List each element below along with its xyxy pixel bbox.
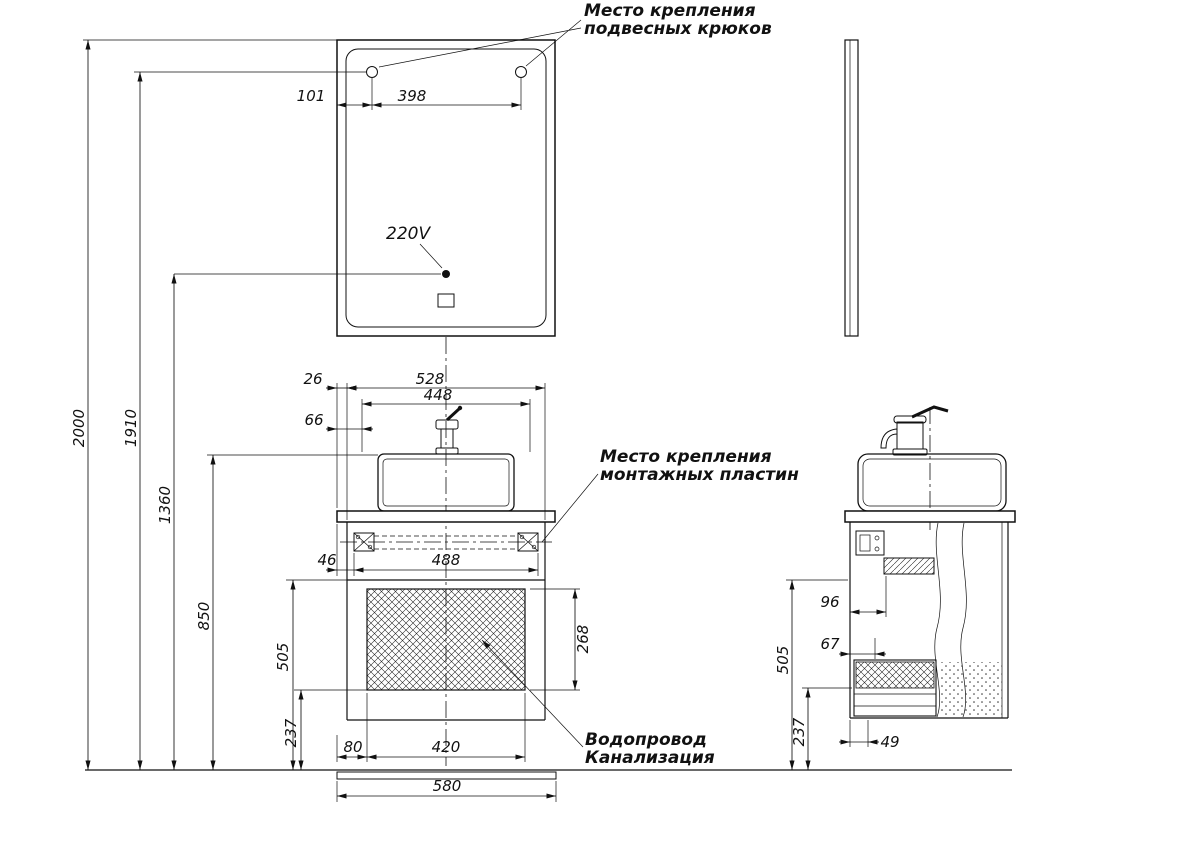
- cabinet-side-outline: [849, 522, 1009, 719]
- sink-side: [857, 453, 1007, 512]
- annotation-hooks-line1: Место крепления: [584, 1, 756, 21]
- dim-420: 420: [432, 738, 461, 756]
- mirror-front-view: [336, 39, 556, 337]
- faucet-body: [440, 428, 454, 449]
- mirror-side-body: [844, 39, 859, 337]
- dim-505-front: 505: [274, 643, 292, 672]
- faucet-lever: [445, 407, 461, 422]
- plate-left-body: [353, 532, 375, 552]
- hook-hole-right: [515, 66, 527, 78]
- plate-left-screw-1: [355, 534, 361, 540]
- plate-right-body: [517, 532, 539, 552]
- drawer-box: [853, 659, 937, 717]
- side-mounting-plate: [855, 530, 885, 556]
- dim-1910: 1910: [122, 409, 140, 447]
- dim-2000: 2000: [70, 409, 88, 447]
- basket-hatch: [366, 588, 526, 691]
- drawer-rails: [854, 693, 936, 707]
- dim-237-front: 237: [282, 718, 300, 747]
- dim-80: 80: [343, 738, 362, 756]
- plate-right-screw-1: [519, 534, 525, 540]
- hook-hole-left: [366, 66, 378, 78]
- sink-side-inner: [862, 458, 1002, 507]
- annotations: Место крепления подвесных крюков 220V Ме…: [386, 1, 799, 768]
- mounting-rail-hidden: [374, 535, 518, 550]
- dim-49: 49: [880, 733, 899, 751]
- plate-left-cross: [353, 532, 375, 552]
- side-dotted-fill: [940, 662, 1002, 716]
- dimension-labels: 101 398 2000 1910 1360 850 505 237 26 52…: [70, 87, 900, 795]
- annotation-plates-line2: монтажных пластин: [600, 465, 799, 485]
- annotation-outlet: 220V: [386, 224, 431, 244]
- mirror-side-view: [844, 39, 859, 337]
- dim-96: 96: [820, 593, 839, 611]
- outlet-dot: [442, 270, 450, 278]
- base-bar: [336, 771, 557, 780]
- drawer-hatch: [855, 661, 935, 689]
- plate-right-cross: [517, 532, 539, 552]
- sink-front-inner: [382, 458, 510, 507]
- mirror-glass: [345, 48, 547, 328]
- faucet-base: [435, 447, 459, 455]
- countertop-front: [336, 510, 556, 523]
- side-rail-section: [883, 557, 935, 575]
- faucet-side-head: [893, 415, 927, 424]
- dim-528: 528: [416, 370, 445, 388]
- side-plate-screw-1: [874, 535, 880, 541]
- faucet-side-body: [896, 421, 924, 450]
- dim-26: 26: [303, 370, 322, 388]
- dim-398: 398: [398, 87, 427, 105]
- dim-1360: 1360: [156, 486, 174, 524]
- vanity-front-view: [336, 405, 557, 780]
- faucet-lever-knob: [457, 405, 463, 411]
- side-plate-body: [855, 530, 885, 556]
- dim-46: 46: [317, 551, 336, 569]
- dim-66: 66: [304, 411, 323, 429]
- annotation-plumbing-line1: Водопровод: [585, 730, 707, 750]
- touch-switch: [437, 293, 455, 308]
- break-line-1: [934, 522, 941, 718]
- side-drawer-section: [853, 659, 937, 717]
- dim-237-side: 237: [790, 717, 808, 746]
- dim-850: 850: [195, 602, 213, 631]
- faucet-head: [435, 419, 459, 430]
- countertop-side: [844, 510, 1016, 523]
- side-plate-screw-2: [874, 546, 880, 552]
- dim-101: 101: [297, 87, 326, 105]
- dimension-lines: [85, 40, 886, 799]
- vanity-side-view: [844, 405, 1016, 719]
- dim-448: 448: [424, 386, 453, 404]
- dim-268: 268: [574, 625, 592, 654]
- faucet-front: [435, 405, 463, 455]
- dim-580: 580: [433, 777, 462, 795]
- mounting-plate-left: [353, 532, 375, 552]
- cabinet-front-outline: [346, 522, 546, 721]
- dim-67: 67: [820, 635, 840, 653]
- plate-right-screw-2: [531, 544, 537, 550]
- dim-488: 488: [432, 551, 461, 569]
- extension-lines: [83, 39, 887, 802]
- annotation-hooks-line2: подвесных крюков: [584, 19, 772, 39]
- dim-505-side: 505: [774, 646, 792, 675]
- plate-left-screw-2: [367, 544, 373, 550]
- annotation-plates-line1: Место крепления: [600, 447, 772, 467]
- faucet-side-lever: [911, 405, 949, 419]
- annotation-plumbing-line2: Канализация: [585, 748, 715, 768]
- mounting-plate-right: [517, 532, 539, 552]
- leader-plumbing: [481, 639, 584, 748]
- side-plate-inner: [859, 534, 871, 552]
- leader-lines: [378, 19, 599, 543]
- mirror-frame: [336, 39, 556, 337]
- faucet-side: [880, 405, 949, 456]
- faucet-side-spout: [880, 428, 898, 449]
